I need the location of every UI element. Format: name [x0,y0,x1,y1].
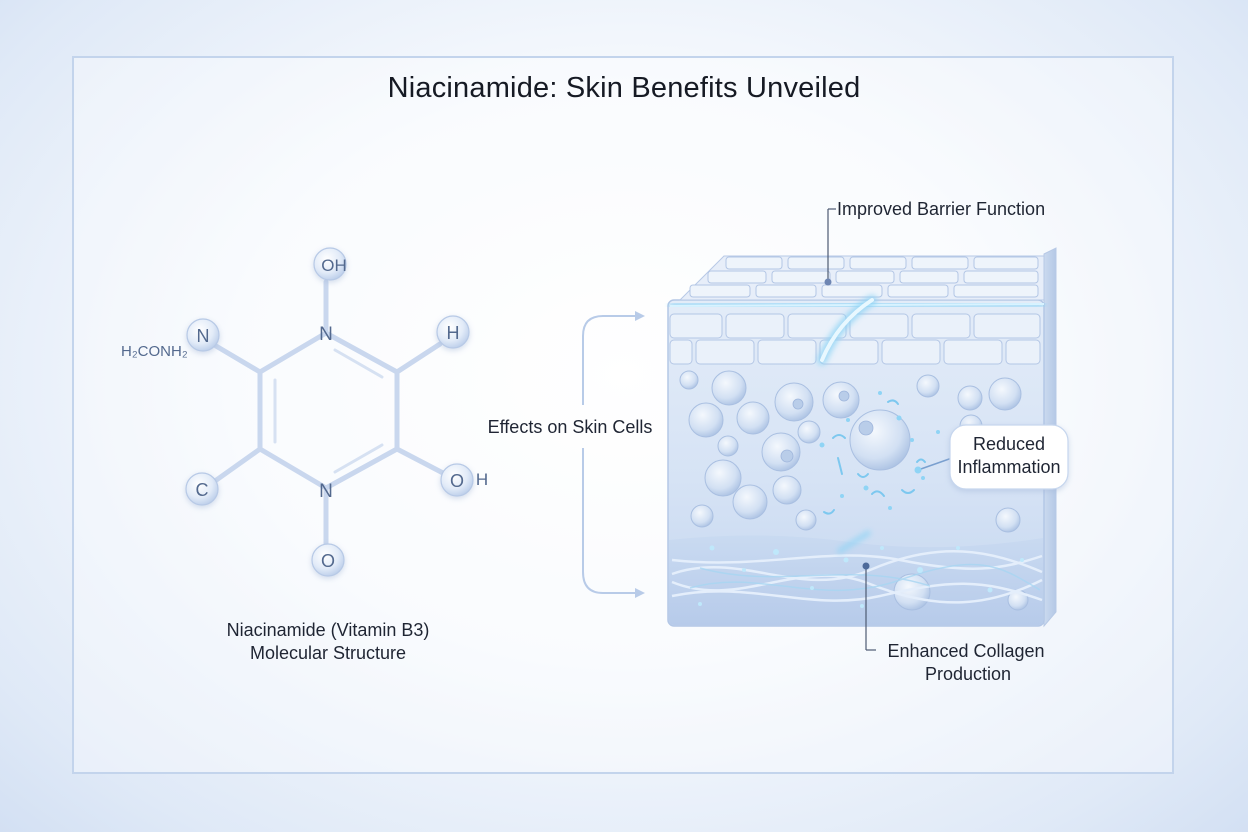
atom-c-left-sphere [185,472,219,506]
callout-collagen: Enhanced Collagen Production [862,562,1045,684]
atom-o-right: O [450,471,464,491]
substituent-bonds [212,279,446,548]
substituent-left-label: H₂CONH₂ [121,343,188,360]
atom-o-bottom: O [321,551,335,571]
collagen-glow [836,529,872,555]
bracket-top [582,315,640,405]
callout-inflammation: Reduced Inflammation [914,424,1069,490]
arrow-head-bottom [635,588,645,598]
page-title: Niacinamide: Skin Benefits Unveiled [387,72,861,104]
collagen-sparkles [698,545,1024,608]
atom-n-top: N [319,324,333,345]
front-bricks [669,313,1041,365]
atom-oh-top: OH [321,256,347,275]
bracket-bottom [582,448,640,594]
collagen-strands [689,563,1041,591]
atom-oh-top-sphere [313,247,347,281]
callout-inflammation-dot [914,466,922,474]
inflammation-dots [819,391,940,510]
top-bricks [689,256,1039,298]
atom-n-left: N [197,326,210,346]
atom-o-right-suffix: H [476,470,488,489]
callout-inflammation-box [949,424,1069,490]
ring-bonds [257,330,400,491]
callout-inflammation-line1: Reduced [973,434,1045,454]
callout-collagen-line2: Production [925,664,1011,684]
atom-o-right-sphere [440,463,474,497]
atom-n-left-sphere [186,318,220,352]
skin-cells [679,370,1029,611]
atom-o-bottom-sphere [311,543,345,577]
skin-cross-section [667,247,1057,628]
effects-bracket: Effects on Skin Cells [488,311,653,598]
atom-h-right-sphere [436,315,470,349]
collagen-fibers [671,550,1043,604]
inflammation-particles [823,399,926,515]
callout-inflammation-leader [917,457,953,471]
molecule-caption-line2: Molecular Structure [250,643,406,663]
molecule-caption-line1: Niacinamide (Vitamin B3) [227,620,430,640]
molecule-structure: N N OH H O H O C N H₂CONH₂ Niacinamide (… [121,247,488,663]
callout-inflammation-line2: Inflammation [957,457,1060,477]
callout-collagen-line1: Enhanced Collagen [887,641,1044,661]
callout-barrier-label: Improved Barrier Function [837,199,1045,219]
effects-label: Effects on Skin Cells [488,417,653,437]
callout-barrier: Improved Barrier Function [824,199,1045,286]
atom-h-right: H [447,323,460,343]
arrow-head-top [635,311,645,321]
callout-collagen-dot [862,562,870,570]
atom-n-bottom: N [319,481,333,502]
atom-c-left: C [196,480,209,500]
callout-barrier-dot [824,278,832,286]
barrier-duct [820,298,874,362]
double-bonds [273,348,384,474]
